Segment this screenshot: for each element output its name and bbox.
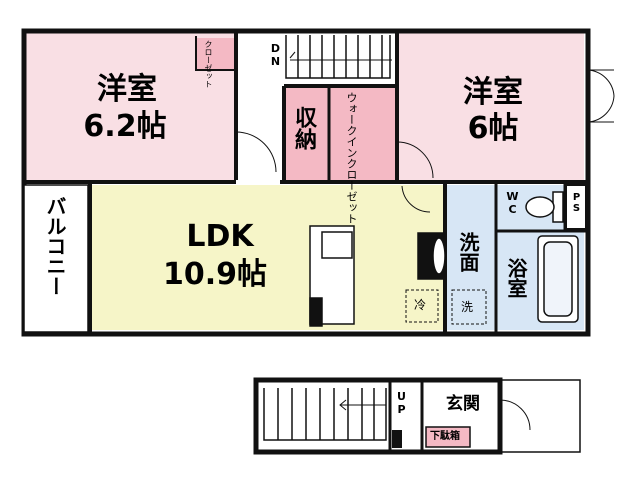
toilet xyxy=(525,191,564,223)
western-room-right-size: 6帖 xyxy=(438,114,548,144)
door-swing xyxy=(401,185,431,213)
wash-basin xyxy=(417,232,446,280)
door-swing xyxy=(396,141,434,179)
washer-label: 洗 xyxy=(461,300,474,314)
closet-small-label: クローゼット xyxy=(204,40,213,88)
storage-fill xyxy=(286,88,328,180)
western-room-right-name: 洋室 xyxy=(438,78,548,108)
stairs-down-label: DN xyxy=(269,42,282,68)
ldk-name: LDK xyxy=(150,222,290,252)
door-swing xyxy=(587,69,615,123)
ldk-label: LDK xyxy=(186,219,254,254)
stairs-lower xyxy=(263,388,387,441)
western-room-right-label: 洋室 xyxy=(463,75,523,110)
bath-label: 浴室 xyxy=(504,258,528,298)
storage-label: 収納 xyxy=(291,106,316,150)
shoe-box-label: 下駄箱 xyxy=(430,431,460,442)
door-swing xyxy=(235,131,277,173)
refrigerator-space xyxy=(405,289,439,323)
lower-pillar xyxy=(392,430,402,448)
western-room-left-label: 洋室 xyxy=(97,72,157,107)
ldk-size: 10.9帖 xyxy=(130,260,300,290)
balcony-label: バルコニー xyxy=(43,196,67,296)
kitchen-counter xyxy=(309,225,355,327)
walk-in-closet-fill xyxy=(330,88,396,180)
washer-space xyxy=(451,289,487,325)
stairs-up-label: UP xyxy=(395,390,408,416)
ps-label: PS xyxy=(571,192,582,214)
wall xyxy=(195,36,234,71)
balcony-outline xyxy=(23,184,89,333)
western-room-right-fill xyxy=(398,33,584,180)
wall xyxy=(500,379,581,453)
western-room-left-size: 6.2帖 xyxy=(60,112,190,142)
entrance-label: 玄関 xyxy=(446,394,480,414)
western-room-left-name: 洋室 xyxy=(72,75,182,105)
ps-box xyxy=(565,184,587,230)
washroom-fill xyxy=(446,185,496,330)
bathtub xyxy=(537,235,579,323)
washroom-label: 洗面 xyxy=(456,232,480,272)
refrigerator-label: 冷 xyxy=(414,298,427,312)
stairs-upper xyxy=(285,35,392,79)
walk-in-closet-label: ウォークインクローゼット xyxy=(345,92,358,224)
wc-label: WC xyxy=(506,190,519,216)
western-room-right-size-label: 6帖 xyxy=(467,111,519,146)
shoe-box-outline xyxy=(425,426,471,448)
western-room-left-size-label: 6.2帖 xyxy=(83,109,167,144)
shoe-box-fill xyxy=(426,427,470,447)
door-swing xyxy=(499,399,531,431)
closet-small-fill xyxy=(196,38,234,70)
ldk-fill xyxy=(92,185,444,330)
ldk-size-label: 10.9帖 xyxy=(162,257,268,292)
